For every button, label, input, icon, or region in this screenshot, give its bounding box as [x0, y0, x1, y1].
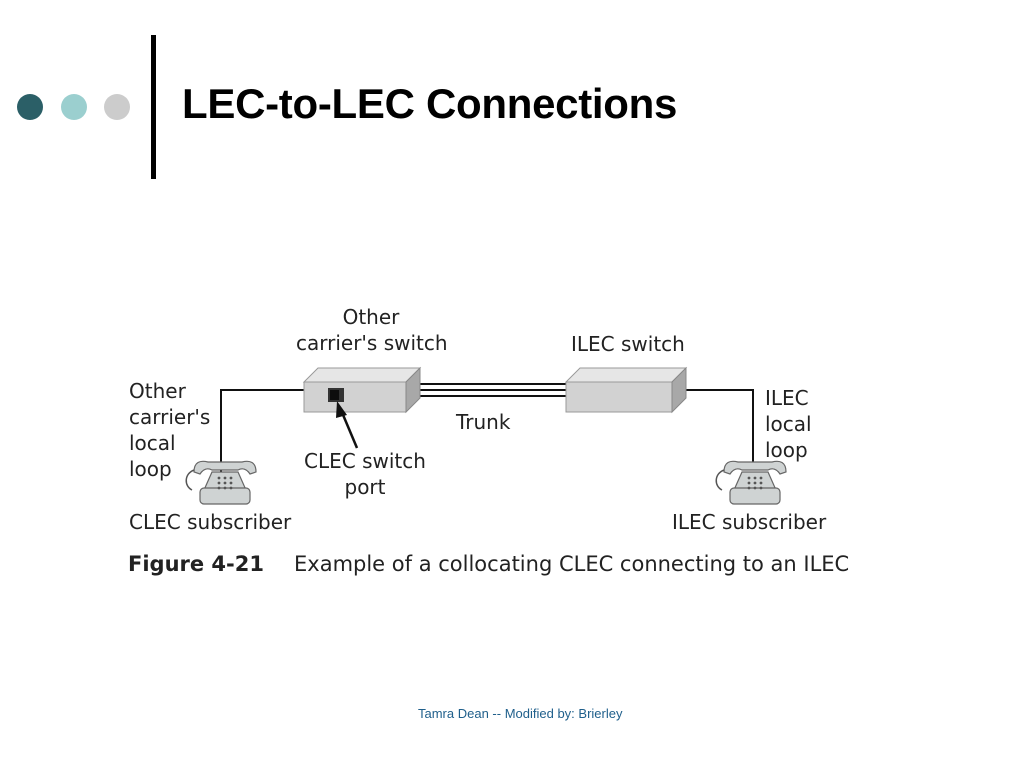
ilec-switch: [564, 366, 688, 414]
network-figure: Other carrier's switch ILEC switch Other…: [120, 300, 910, 590]
figure-caption: Figure 4-21 Example of a collocating CLEC…: [128, 552, 849, 576]
dot-dark: [17, 94, 43, 120]
dot-gray: [104, 94, 130, 120]
other-carrier-switch: [302, 366, 422, 414]
slide-title: LEC-to-LEC Connections: [182, 80, 678, 127]
clec-phone: [185, 460, 257, 505]
trunk-lines: [410, 383, 568, 397]
trunk-label: Trunk: [456, 410, 511, 434]
other-carrier-local-loop-label: Other carrier's local loop: [129, 379, 211, 481]
figure-caption-text: Example of a collocating CLEC connecting…: [294, 552, 850, 576]
ilec-subscriber-label: ILEC subscriber: [672, 510, 827, 534]
port-arrow: [336, 401, 359, 449]
dot-light-teal: [61, 94, 87, 120]
clec-switch-port-label: CLEC switch port: [304, 449, 426, 499]
clec-subscriber-label: CLEC subscriber: [129, 510, 292, 534]
ilec-phone: [715, 460, 787, 505]
figure-number: Figure 4-21: [128, 552, 264, 576]
other-carrier-switch-label: Other carrier's switch: [296, 305, 448, 355]
other-local-loop-line: [220, 389, 305, 472]
diagram-drawing: [185, 366, 787, 505]
title-divider: [151, 35, 156, 179]
ilec-local-loop-label: ILEC local loop: [765, 386, 812, 462]
slide-footer: Tamra Dean -- Modified by: Brierley: [418, 706, 623, 721]
ilec-local-loop-line: [685, 389, 754, 468]
ilec-switch-label: ILEC switch: [571, 332, 685, 356]
